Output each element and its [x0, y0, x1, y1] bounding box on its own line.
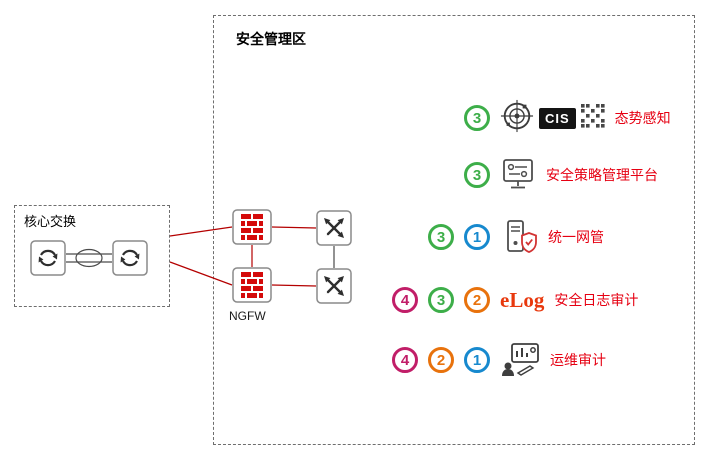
ngfw-label: NGFW	[229, 309, 266, 323]
firewall-icon-1	[232, 209, 272, 250]
badge-group: 3 1	[372, 224, 490, 250]
badge-group: 4 2 1	[372, 347, 490, 373]
dot-matrix-icon	[581, 104, 605, 133]
row-policy-platform: 3 安全策略管理平台	[372, 155, 658, 195]
count-badge: 2	[428, 347, 454, 373]
radar-icon	[500, 99, 534, 138]
core-zone-title: 核心交换	[24, 214, 77, 229]
count-badge: 3	[464, 105, 490, 131]
count-badge: 2	[464, 287, 490, 313]
row-unified-nms: 3 1 统一网管	[372, 217, 604, 257]
count-badge: 1	[464, 347, 490, 373]
server-shield-icon	[500, 219, 538, 255]
row-label: 安全日志审计	[554, 292, 639, 308]
row-situational-awareness: 3 CIS 态势感知	[372, 98, 671, 138]
count-badge: 3	[464, 162, 490, 188]
row-label: 安全策略管理平台	[546, 167, 658, 183]
ops-audit-icon	[500, 342, 540, 378]
firewall-icon-2	[232, 267, 272, 308]
count-badge: 1	[464, 224, 490, 250]
policy-monitor-icon	[500, 157, 536, 193]
row-log-audit: 4 3 2 eLog 安全日志审计	[372, 280, 638, 320]
core-switch-icon-2	[112, 240, 148, 281]
switch-icon-2	[316, 268, 352, 309]
badge-group: 3	[372, 162, 490, 188]
count-badge: 3	[428, 224, 454, 250]
elog-text: eLog	[500, 287, 545, 312]
situational-awareness-icons: CIS	[500, 99, 605, 138]
badge-group: 3	[372, 105, 490, 131]
badge-group: 4 3 2	[372, 287, 490, 313]
count-badge: 3	[428, 287, 454, 313]
row-label: 运维审计	[550, 352, 606, 368]
elog-logo: eLog	[500, 287, 545, 312]
core-switch-zone-box	[14, 205, 170, 307]
row-label: 态势感知	[614, 110, 671, 126]
count-badge: 4	[392, 347, 418, 373]
switch-icon-1	[316, 210, 352, 251]
cis-logo: CIS	[539, 107, 576, 129]
row-label: 统一网管	[548, 229, 604, 245]
security-zone-title: 安全管理区	[236, 31, 306, 47]
core-switch-icon-1	[30, 240, 66, 281]
count-badge: 4	[392, 287, 418, 313]
row-ops-audit: 4 2 1 运维审计	[372, 340, 606, 380]
